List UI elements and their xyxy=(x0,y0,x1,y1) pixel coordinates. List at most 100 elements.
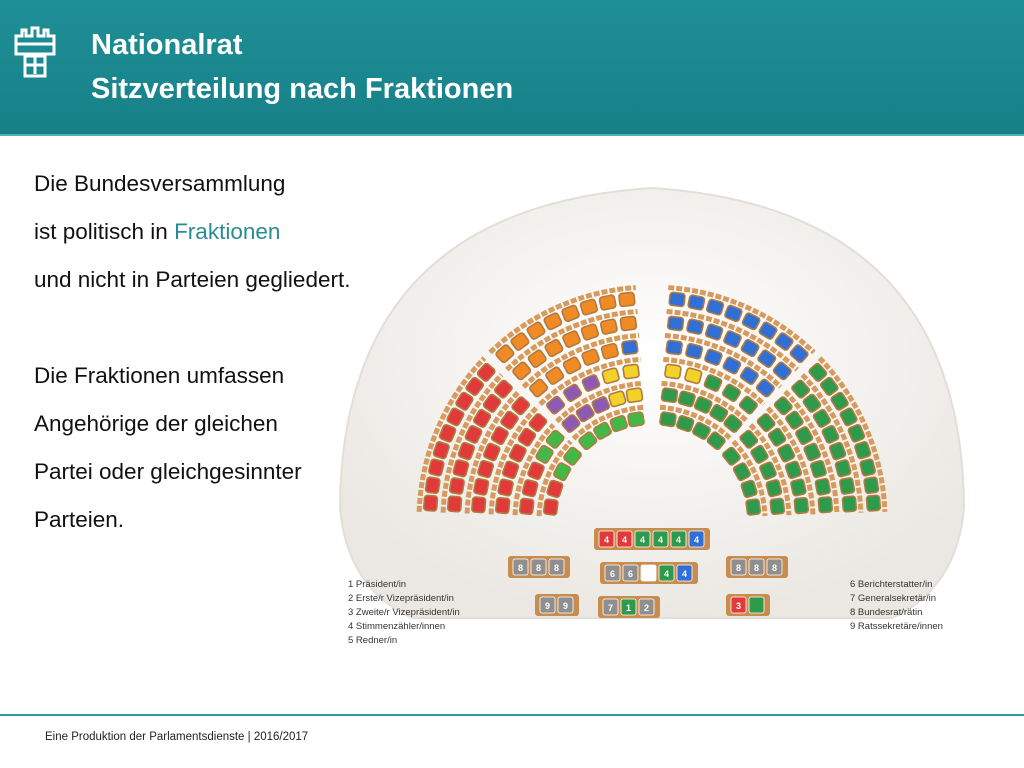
footer-divider xyxy=(0,714,1024,716)
front-seat-number: 3 xyxy=(736,601,741,611)
seat xyxy=(517,427,537,447)
front-seat xyxy=(640,564,657,582)
seat xyxy=(722,383,741,402)
desk-row xyxy=(538,356,641,406)
seat xyxy=(724,304,743,323)
front-seat xyxy=(602,598,619,616)
seat xyxy=(660,387,679,404)
seat xyxy=(812,408,832,428)
seat xyxy=(457,441,476,461)
desk-row xyxy=(800,373,864,513)
seat xyxy=(765,479,783,498)
desk-row xyxy=(661,380,749,424)
desk-row xyxy=(663,356,766,406)
intro-line-2-prefix: ist politisch in xyxy=(34,219,175,244)
seat xyxy=(581,348,600,366)
front-seat xyxy=(730,596,747,614)
seat xyxy=(774,332,794,351)
legend-right: 6 Berichterstatter/in 7 Generalsekretär/… xyxy=(850,579,943,632)
front-seat-number: 4 xyxy=(682,569,687,579)
seat xyxy=(561,414,581,433)
seat xyxy=(709,403,729,423)
desk-row xyxy=(817,356,888,512)
desk-row xyxy=(766,406,816,515)
seat xyxy=(767,427,787,447)
legend-item-3: 3 Zweite/r Vizepräsident/in xyxy=(348,607,460,618)
seat xyxy=(773,396,793,416)
seat xyxy=(579,298,599,316)
seat xyxy=(438,423,457,443)
seat xyxy=(685,342,704,360)
desk-row xyxy=(536,439,573,517)
legend-item-4: 4 Stimmenzähler/innen xyxy=(348,621,445,632)
front-seat-number: 8 xyxy=(772,563,777,573)
legend-item-7: 7 Generalsekretär/in xyxy=(850,593,936,604)
seat xyxy=(512,361,532,381)
seat xyxy=(591,396,611,414)
desk-row xyxy=(416,356,487,512)
seat xyxy=(600,342,619,360)
front-seat-number: 2 xyxy=(644,603,649,613)
seat xyxy=(546,479,564,499)
seat xyxy=(526,321,546,340)
seat xyxy=(472,408,492,428)
seat xyxy=(490,426,509,446)
seat xyxy=(627,411,645,428)
seat xyxy=(501,460,520,480)
seat xyxy=(704,323,724,341)
seat xyxy=(497,478,514,497)
seat xyxy=(821,425,840,444)
seat xyxy=(828,441,847,461)
legend-item-1: 1 Präsident/in xyxy=(348,579,406,590)
seat xyxy=(865,494,882,512)
seat xyxy=(563,446,582,466)
intro-line-4: Die Fraktionen umfassen xyxy=(34,363,285,388)
seat xyxy=(790,478,807,497)
seat xyxy=(740,338,760,358)
seat xyxy=(543,312,563,331)
front-seat xyxy=(620,598,637,616)
seat xyxy=(757,349,777,368)
seat xyxy=(471,496,487,514)
seat xyxy=(686,318,705,335)
desk-row xyxy=(666,309,799,372)
front-seat xyxy=(634,530,651,548)
fraktionen-link[interactable]: Fraktionen xyxy=(174,219,281,244)
seat xyxy=(758,321,778,340)
seat xyxy=(703,374,723,392)
front-seat xyxy=(638,598,655,616)
desk-row xyxy=(731,439,768,517)
seat xyxy=(677,390,696,408)
seat xyxy=(664,363,682,380)
front-seat-number: 4 xyxy=(622,535,627,545)
seat xyxy=(684,367,703,385)
seat xyxy=(739,429,759,449)
page-title: Nationalrat xyxy=(91,29,243,61)
front-seat-number: 8 xyxy=(754,563,759,573)
front-seat xyxy=(622,564,639,582)
seat xyxy=(599,318,618,335)
front-seat-number: 4 xyxy=(640,535,645,545)
seat xyxy=(839,477,856,495)
seat xyxy=(750,444,769,464)
seat xyxy=(665,339,683,356)
seat xyxy=(830,391,849,411)
seat xyxy=(809,459,827,479)
seat xyxy=(808,362,828,382)
seat xyxy=(608,390,627,408)
desk-row xyxy=(783,389,840,514)
seat xyxy=(692,421,711,440)
seat xyxy=(562,356,582,375)
front-seat-number: 7 xyxy=(608,603,613,613)
front-seat-number: 1 xyxy=(626,603,631,613)
seat xyxy=(619,315,638,332)
seat xyxy=(759,461,777,481)
seat xyxy=(705,298,725,316)
seat xyxy=(561,304,580,323)
front-seat-number: 9 xyxy=(545,601,550,611)
front-seat-number: 6 xyxy=(610,569,615,579)
intro-line-2: ist politisch in Fraktionen xyxy=(34,208,454,256)
desk-row xyxy=(664,332,783,389)
front-seat-number: 8 xyxy=(518,563,523,573)
